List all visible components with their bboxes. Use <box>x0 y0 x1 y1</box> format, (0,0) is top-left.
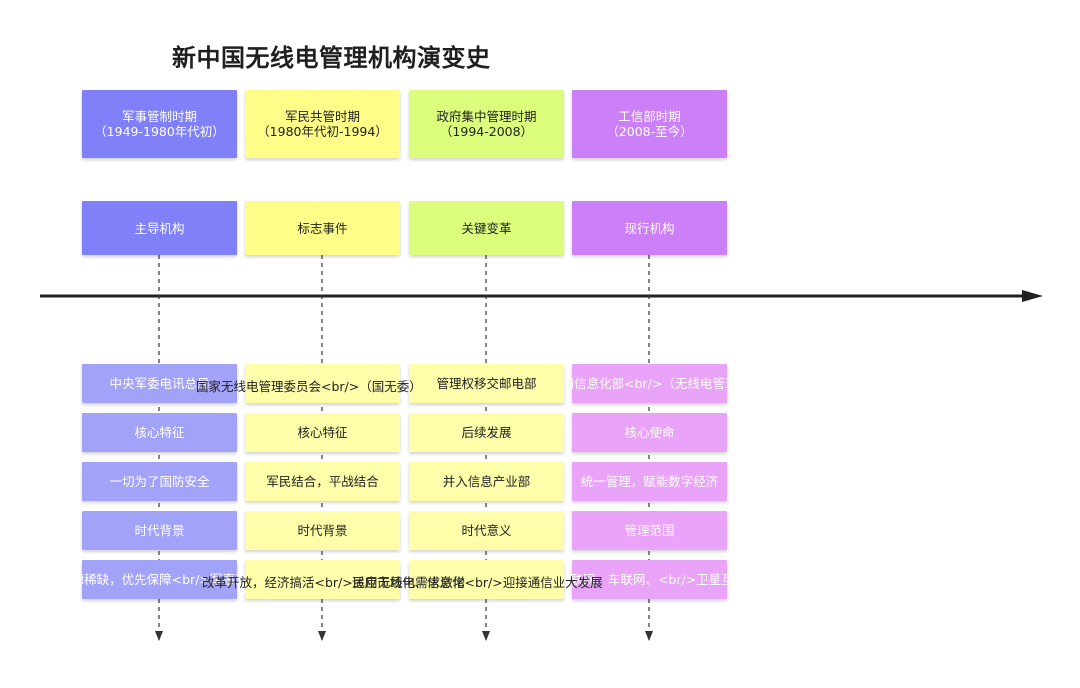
cell-box: 军民结合，平战结合 <box>245 462 400 501</box>
cell-box: 中央军委电讯总局 <box>82 364 237 403</box>
period-box-military: 军事管制时期 （1949-1980年代初） <box>82 90 237 158</box>
cell-box: 5G、物联网、车联网、<br/>卫星互联网等 <box>572 560 727 599</box>
period-box-miit: 工信部时期 （2008-至今） <box>572 90 727 158</box>
cell-text: 管理权移交邮电部 <box>436 376 537 391</box>
cell-text: 中央军委电讯总局 <box>109 376 210 391</box>
period-box-government: 政府集中管理时期 （1994-2008） <box>409 90 564 158</box>
cell-text-overflow: 国家无线电管理委员会<br/>（国无委） <box>196 379 422 394</box>
period-years: （1949-1980年代初） <box>94 124 225 139</box>
category-box: 关键变革 <box>409 201 564 255</box>
cell-box: 时代背景 <box>82 511 237 550</box>
category-box: 主导机构 <box>82 201 237 255</box>
cell-box: 管理权移交邮电部 <box>409 364 564 403</box>
cell-box: 后续发展 <box>409 413 564 452</box>
cell-box <box>409 560 564 599</box>
cell-box: 时代意义 <box>409 511 564 550</box>
cell-text: 5G、物联网、车联网、<br/>卫星互联网等 <box>572 572 727 587</box>
cell-box: 统一管理，赋能数字经济 <box>572 462 727 501</box>
period-years: （2008-至今） <box>606 124 693 139</box>
cell-box: 管理范围 <box>572 511 727 550</box>
period-years: （1980年代初-1994） <box>257 124 388 139</box>
category-box: 现行机构 <box>572 201 727 255</box>
cell-box <box>245 364 400 403</box>
cell-text-overflow: 适应市场化、信息化<br/>迎接通信业大发展 <box>352 575 603 590</box>
cell-text: 工业和信息化部<br/>（无线电管理局） <box>572 376 727 391</box>
cell-box: 资源稀缺，优先保障<br/>军事通信 <box>82 560 237 599</box>
timeline-arrow-icon <box>1022 290 1043 302</box>
period-name: 工信部时期 <box>618 109 681 124</box>
cell-box <box>245 560 400 599</box>
cell-box: 一切为了国防安全 <box>82 462 237 501</box>
cell-box: 核心特征 <box>82 413 237 452</box>
category-box: 标志事件 <box>245 201 400 255</box>
cell-box: 核心特征 <box>245 413 400 452</box>
diagram-title: 新中国无线电管理机构演变史 <box>172 44 491 72</box>
cell-text-overflow: 改革开放，经济搞活<br/>民用无线电需求激增 <box>202 575 466 590</box>
cell-box: 并入信息产业部 <box>409 462 564 501</box>
cell-text: 资源稀缺，优先保障<br/>军事通信 <box>82 572 237 587</box>
period-name: 政府集中管理时期 <box>436 109 537 124</box>
period-name: 军事管制时期 <box>121 109 197 124</box>
cell-box: 时代背景 <box>245 511 400 550</box>
period-box-joint: 军民共管时期 （1980年代初-1994） <box>245 90 400 158</box>
period-years: （1994-2008） <box>439 124 534 139</box>
period-name: 军民共管时期 <box>284 109 360 124</box>
cell-box: 核心使命 <box>572 413 727 452</box>
cell-box: 工业和信息化部<br/>（无线电管理局） <box>572 364 727 403</box>
